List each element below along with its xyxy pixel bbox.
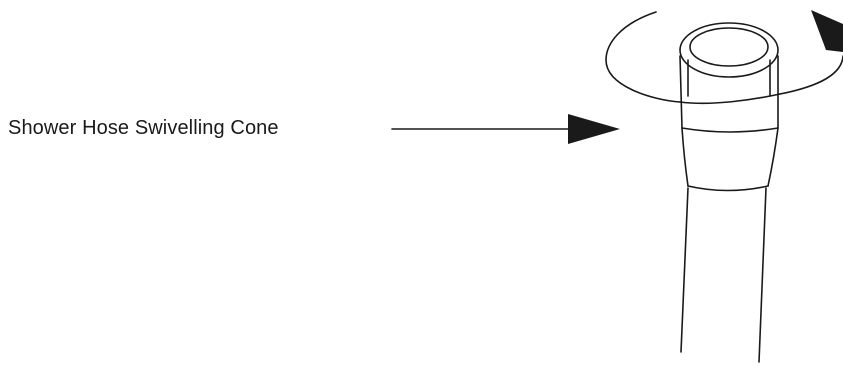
hose-right-edge: [758, 187, 767, 363]
callout-label: Shower Hose Swivelling Cone: [8, 117, 279, 139]
pointer-arrow-icon: [568, 114, 620, 144]
rotation-ellipse-right: [779, 55, 843, 95]
swivel-cone: [679, 55, 779, 192]
cone-top-outer-rim: [679, 22, 779, 78]
cone-bottom-edge: [687, 185, 769, 192]
hose-left-edge: [680, 187, 689, 353]
rotation-ellipse-back: [605, 11, 681, 103]
cone-top-inner-rim: [689, 27, 769, 67]
cone-waist-edge: [681, 127, 779, 133]
cone-left-side: [679, 55, 689, 187]
cone-top-ring: [679, 22, 779, 78]
rotation-ellipse-front: [679, 93, 781, 105]
shower-hose: [680, 187, 767, 363]
rotation-arrow-icon: [811, 10, 843, 52]
